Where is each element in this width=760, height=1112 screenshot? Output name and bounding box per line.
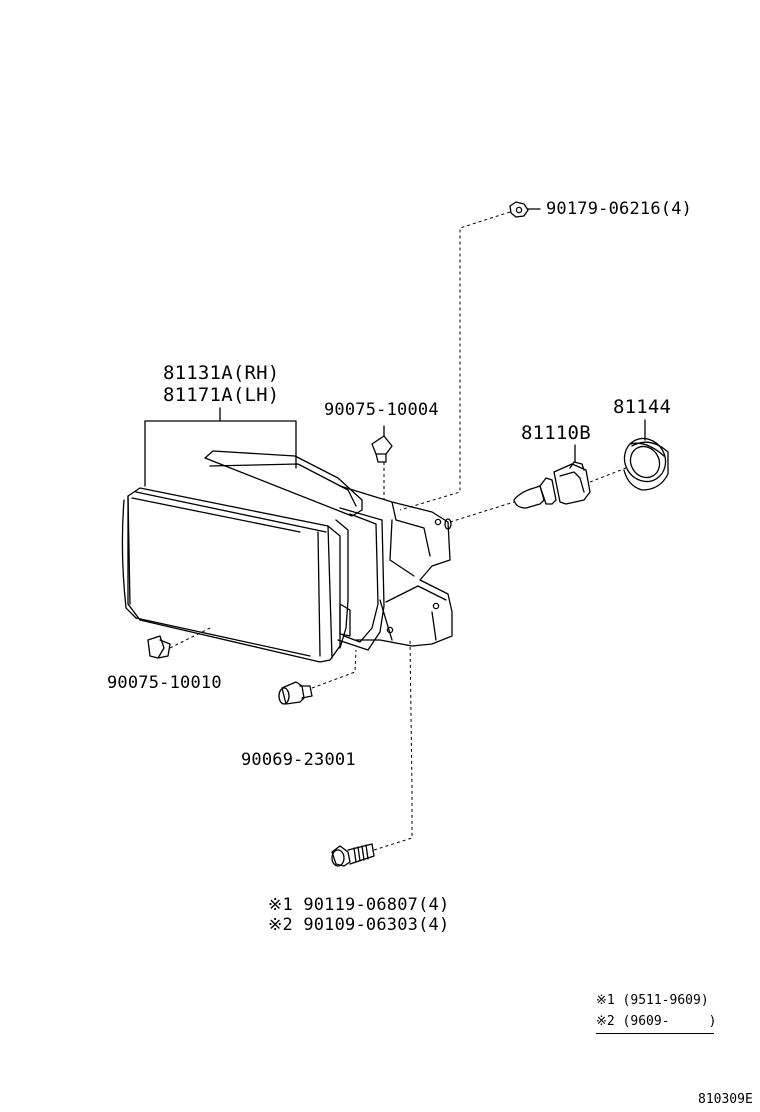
figure-code: 810309E <box>698 1092 753 1107</box>
socket-cover-icon <box>623 419 669 491</box>
part-label-81171a: 81171A(LH) <box>163 384 280 406</box>
bolt-icon <box>331 843 375 867</box>
retainer-icon <box>147 635 171 659</box>
part-label-90179: 90179-06216(4) <box>546 199 693 219</box>
pin-icon <box>278 681 313 705</box>
part-label-90075-10010: 90075-10010 <box>107 673 222 693</box>
legend-note-2: ※2 (9609- ) <box>596 1014 717 1029</box>
part-label-81131a: 81131A(RH) <box>163 362 280 384</box>
bulb-icon <box>513 444 591 509</box>
part-label-81144: 81144 <box>613 396 672 418</box>
part-label-90109: ※2 90109-06303(4) <box>268 915 450 935</box>
part-label-81110b: 81110B <box>521 422 591 444</box>
part-label-90075-10004: 90075-10004 <box>324 400 439 420</box>
part-label-90069: 90069-23001 <box>241 750 356 770</box>
headlamp-assembly-icon <box>121 450 453 663</box>
part-label-90119: ※1 90119-06807(4) <box>268 895 450 915</box>
legend-underline <box>596 1033 714 1034</box>
legend-note-1: ※1 (9511-9609) <box>596 993 709 1008</box>
clip-icon <box>371 425 393 463</box>
nut-icon <box>509 201 541 218</box>
